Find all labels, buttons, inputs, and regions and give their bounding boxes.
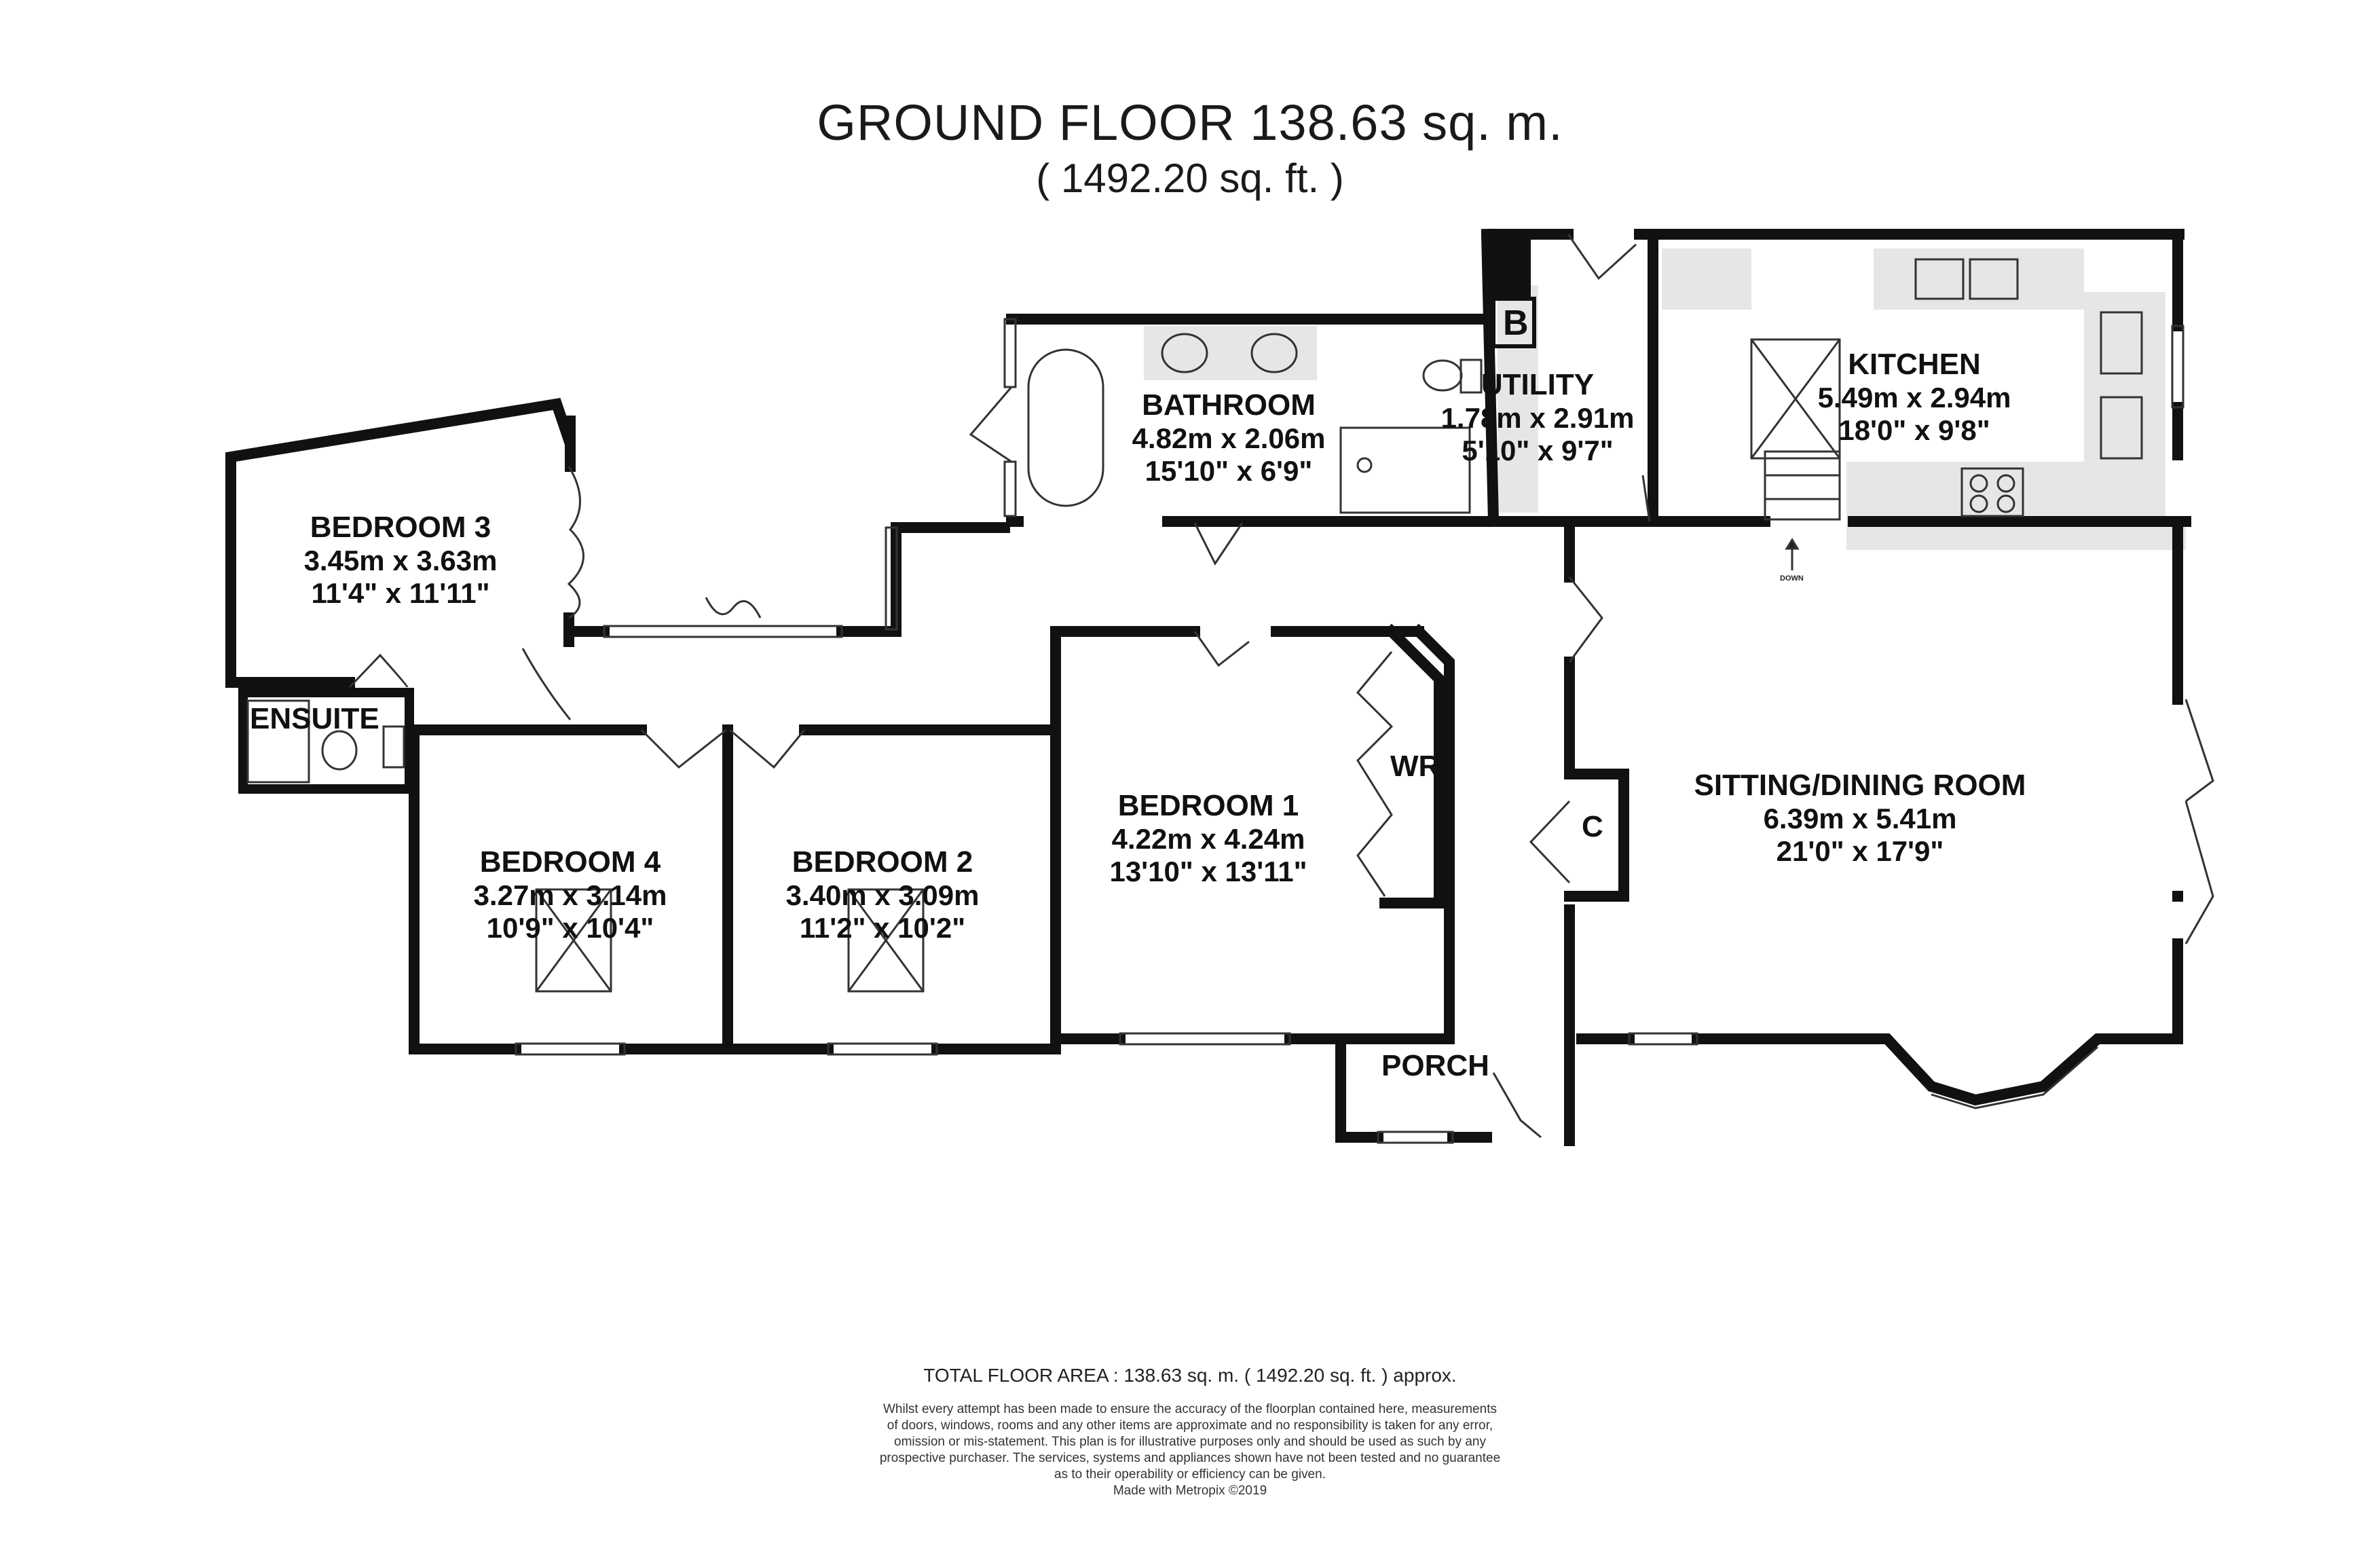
room-kitchen: KITCHEN 5.49m x 2.94m 18'0" x 9'8" (1799, 348, 2030, 447)
room-name: BATHROOM (1142, 388, 1316, 422)
room-metric: 3.40m x 3.09m (785, 879, 980, 911)
disclaimer-line: prospective purchaser. The services, sys… (879, 1451, 1501, 1465)
room-imperial: 13'10" x 13'11" (1109, 856, 1307, 887)
disclaimer-line: omission or mis-statement. This plan is … (894, 1435, 1486, 1449)
disclaimer: Whilst every attempt has been made to en… (817, 1401, 1563, 1499)
walls (225, 228, 2191, 1146)
room-name: BEDROOM 1 (1117, 789, 1299, 822)
room-bedroom-1: BEDROOM 1 4.22m x 4.24m 13'10" x 13'11" (1086, 789, 1331, 888)
label-stairs-down: DOWN (1780, 574, 1804, 583)
disclaimer-line: of doors, windows, rooms and any other i… (887, 1418, 1493, 1433)
room-utility: UTILITY 1.78m x 2.91m 5'10" x 9'7" (1422, 368, 1653, 467)
room-imperial: 15'10" x 6'9" (1145, 455, 1313, 487)
room-name: BEDROOM 2 (792, 845, 973, 879)
disclaimer-line: Whilst every attempt has been made to en… (882, 1402, 1498, 1416)
room-bedroom-4: BEDROOM 4 3.27m x 3.14m 10'9" x 10'4" (448, 845, 692, 944)
room-name: BEDROOM 3 (310, 511, 491, 544)
bathroom-vanity (1144, 326, 1317, 380)
room-name: UTILITY (1481, 368, 1595, 401)
credit: Made with Metropix ©2019 (1113, 1484, 1267, 1498)
room-metric: 6.39m x 5.41m (1763, 803, 1957, 834)
label-boiler: B (1503, 304, 1529, 343)
room-imperial: 11'2" x 10'2" (799, 912, 966, 944)
label-wr: WR (1390, 750, 1440, 783)
room-metric: 3.27m x 3.14m (473, 879, 667, 911)
room-bathroom: BATHROOM 4.82m x 2.06m 15'10" x 6'9" (1113, 388, 1344, 488)
label-ensuite: ENSUITE (250, 702, 379, 735)
room-imperial: 5'10" x 9'7" (1462, 435, 1614, 466)
disclaimer-line: as to their operability or efficiency ca… (1054, 1467, 1326, 1482)
boiler-block (1483, 234, 1531, 299)
plan-title: GROUND FLOOR 138.63 sq. m. (817, 94, 1563, 151)
room-metric: 3.45m x 3.63m (303, 545, 498, 576)
label-cupboard: C (1582, 810, 1603, 843)
room-metric: 5.49m x 2.94m (1817, 382, 2011, 413)
room-metric: 1.78m x 2.91m (1440, 402, 1635, 434)
room-metric: 4.82m x 2.06m (1132, 422, 1326, 454)
label-porch: PORCH (1381, 1049, 1489, 1082)
room-sitting-dining: SITTING/DINING ROOM 6.39m x 5.41m 21'0" … (1643, 769, 2077, 868)
plan-subtitle: ( 1492.20 sq. ft. ) (1036, 155, 1344, 201)
room-bedroom-3: BEDROOM 3 3.45m x 3.63m 11'4" x 11'11" (285, 511, 516, 610)
room-name: KITCHEN (1848, 348, 1981, 381)
room-name: BEDROOM 4 (479, 845, 661, 879)
room-imperial: 18'0" x 9'8" (1838, 414, 1990, 446)
total-floor-area: TOTAL FLOOR AREA : 138.63 sq. m. ( 1492.… (923, 1365, 1457, 1386)
room-bedroom-2: BEDROOM 2 3.40m x 3.09m 11'2" x 10'2" (760, 845, 1005, 944)
room-imperial: 10'9" x 10'4" (486, 912, 654, 944)
room-imperial: 21'0" x 17'9" (1776, 835, 1944, 867)
room-imperial: 11'4" x 11'11" (311, 577, 490, 609)
room-name: SITTING/DINING ROOM (1694, 769, 2026, 802)
room-metric: 4.22m x 4.24m (1111, 823, 1305, 855)
kitchen-counters (1498, 249, 2186, 550)
